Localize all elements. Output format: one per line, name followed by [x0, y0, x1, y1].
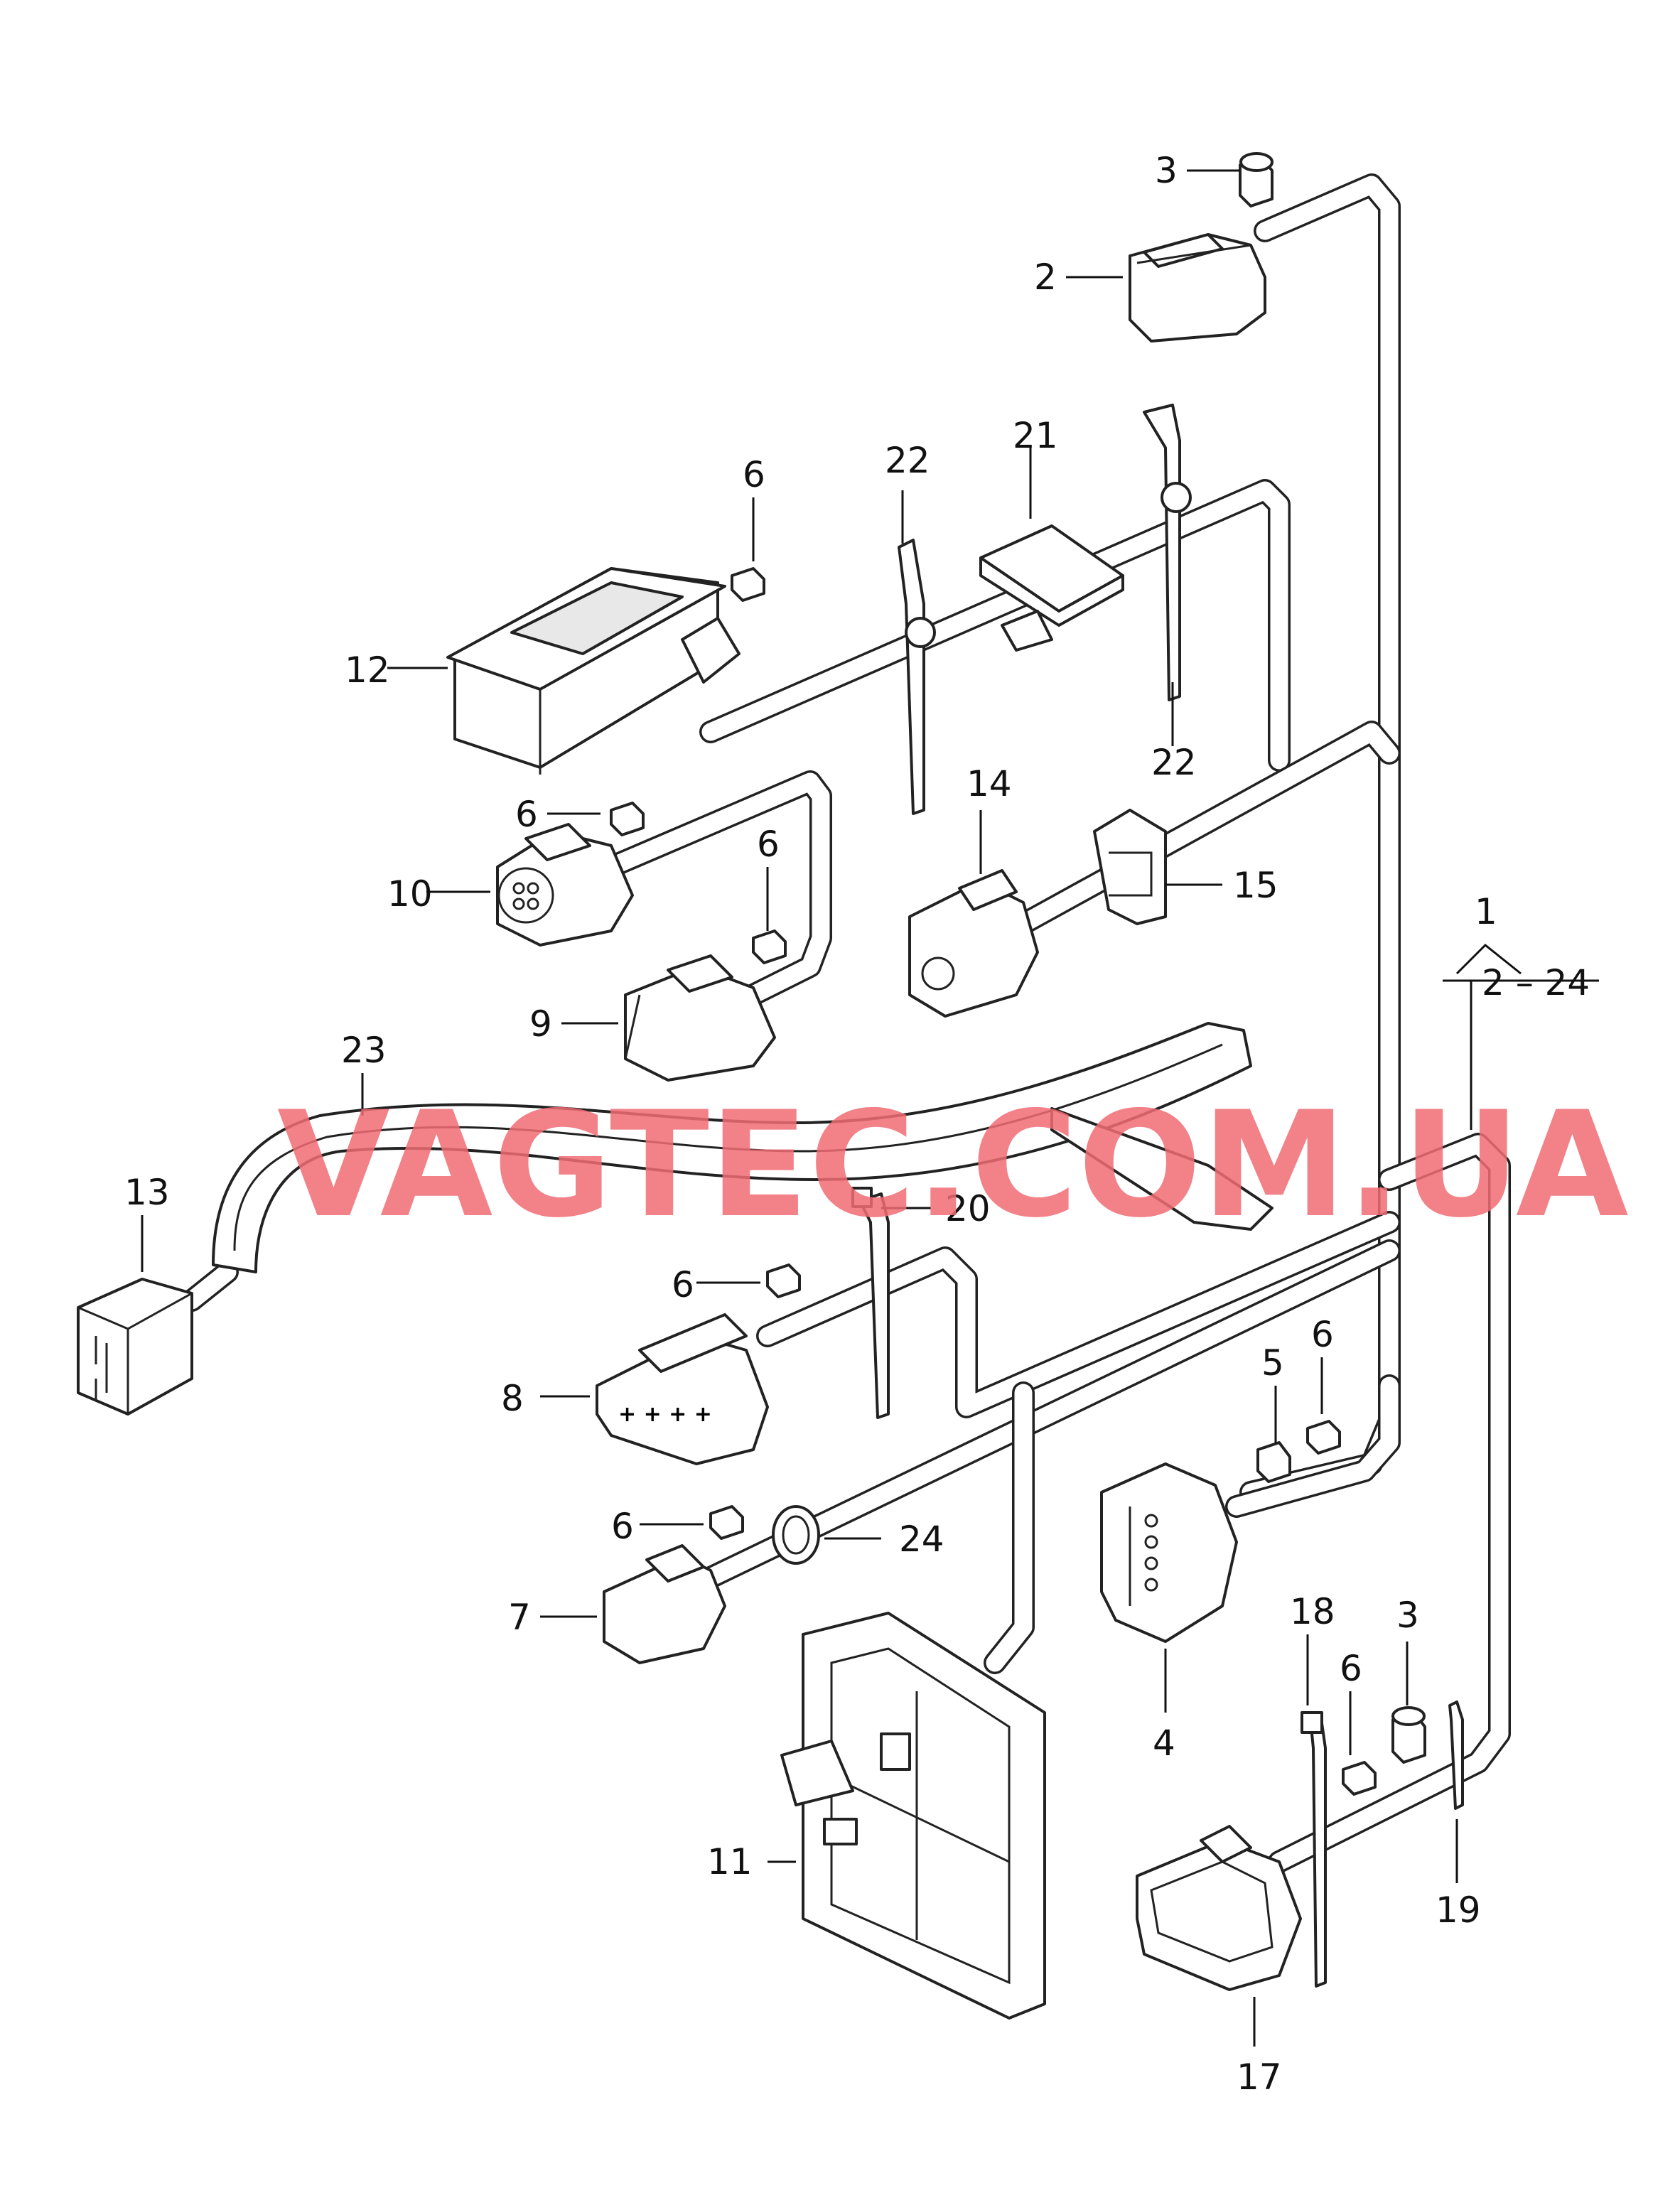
cable-tie-20 [851, 1187, 890, 1419]
connector-4 [1100, 1462, 1238, 1643]
callout-22-right: 22 [1151, 742, 1197, 783]
connector-10 [496, 823, 634, 947]
callout-20: 20 [945, 1188, 991, 1229]
leader-lines [141, 169, 1599, 2047]
cable-tie-22-right [1143, 404, 1192, 701]
connector-14 [908, 869, 1039, 1018]
callout-6-a: 6 [743, 454, 765, 495]
callout-6-b: 6 [515, 794, 538, 835]
connector-13 [77, 1278, 193, 1416]
callout-13: 13 [124, 1172, 170, 1213]
connector-8: + + + + [596, 1313, 769, 1465]
callout-24: 24 [899, 1519, 944, 1560]
callout-10: 10 [387, 873, 433, 915]
callout-23: 23 [341, 1030, 387, 1071]
callout-6-c: 6 [757, 824, 780, 865]
cable-tie-22-left [898, 539, 936, 815]
connector-12 [446, 567, 741, 775]
callout-labels: 3 2 21 22 6 12 22 6 14 10 6 15 9 1 2 – 2… [124, 150, 1590, 2098]
callout-8: 8 [501, 1378, 524, 1419]
svg-text:+ + + +: + + + + [618, 1402, 712, 1427]
callout-22-left: 22 [885, 440, 930, 481]
clip-19 [1448, 1700, 1464, 1810]
cable-duct-23 [212, 1022, 1274, 1273]
callout-3-lower: 3 [1396, 1595, 1419, 1636]
grommet-24 [772, 1505, 820, 1565]
connector-9 [624, 954, 776, 1082]
plug-3-lower [1391, 1706, 1426, 1764]
connector-2 [1129, 233, 1266, 343]
cable-tie-18 [1301, 1711, 1327, 1988]
relay-carrier-11 [780, 1612, 1046, 2020]
callout-15: 15 [1233, 865, 1278, 906]
callout-4: 4 [1153, 1723, 1175, 1764]
callout-6-f: 6 [611, 1506, 634, 1547]
callout-17: 17 [1237, 2057, 1282, 2098]
callout-3-top: 3 [1155, 150, 1178, 191]
connector-17 [1136, 1825, 1302, 1991]
callout-9: 9 [529, 1003, 552, 1045]
callout-6-g: 6 [1340, 1648, 1362, 1689]
screw-clips-6 [610, 567, 1377, 1796]
callout-21: 21 [1013, 415, 1058, 456]
callout-1-range: 2 – 24 [1482, 962, 1590, 1003]
callout-5: 5 [1261, 1342, 1284, 1384]
clip-15 [1093, 809, 1167, 925]
callout-18: 18 [1290, 1591, 1335, 1632]
watermark-text: VAGTEC.COM.UA [277, 1081, 1629, 1250]
callout-11: 11 [707, 1841, 753, 1882]
callout-1: 1 [1475, 891, 1497, 932]
holder-21 [979, 524, 1124, 652]
callout-12: 12 [345, 649, 390, 691]
plug-5 [1256, 1441, 1291, 1483]
callout-6-e: 6 [1311, 1314, 1334, 1355]
callout-19: 19 [1436, 1890, 1481, 1931]
callout-14: 14 [966, 763, 1012, 804]
connector-7 [603, 1544, 726, 1664]
plug-3-top [1239, 152, 1274, 207]
callout-7: 7 [508, 1597, 531, 1638]
callout-6-d: 6 [672, 1264, 694, 1305]
callout-2: 2 [1034, 257, 1057, 298]
